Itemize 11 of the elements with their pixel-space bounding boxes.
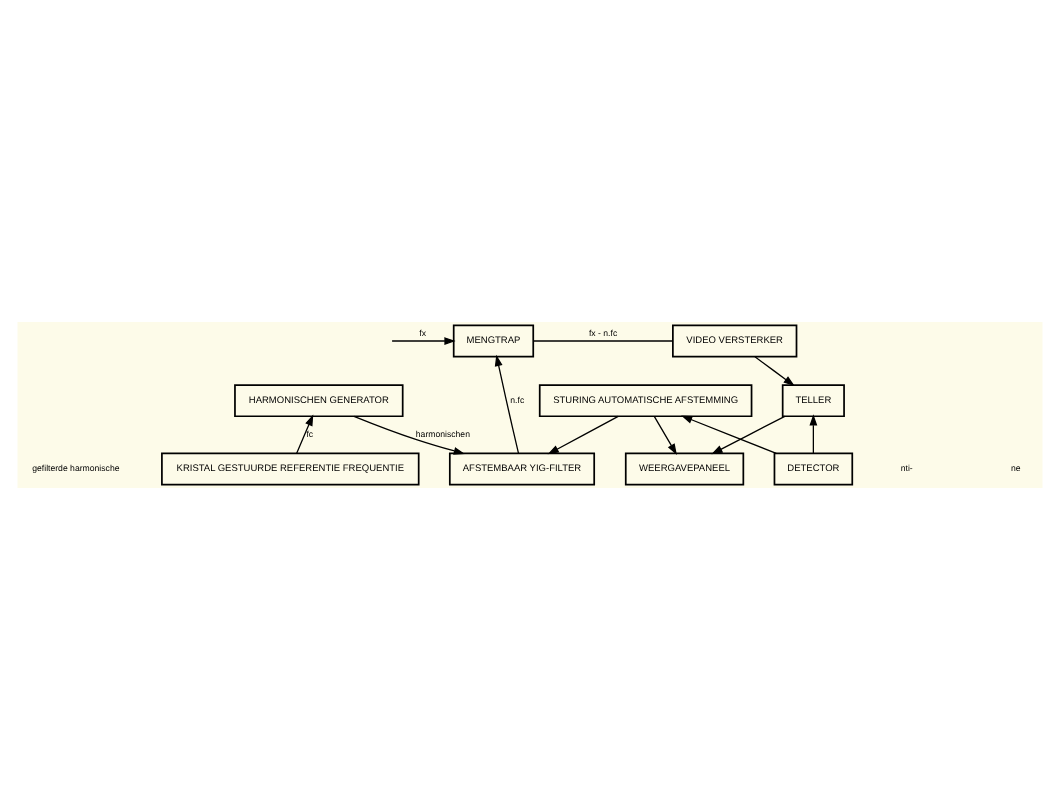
arrow [754,355,795,386]
arrow [494,353,520,453]
arrow [353,414,465,454]
arrow [711,414,786,454]
arrow [547,414,619,454]
arrow [681,414,777,454]
arrow [295,413,314,454]
arrow [809,413,818,454]
arrow [653,414,677,455]
connector [532,339,674,341]
arrow [391,336,456,344]
